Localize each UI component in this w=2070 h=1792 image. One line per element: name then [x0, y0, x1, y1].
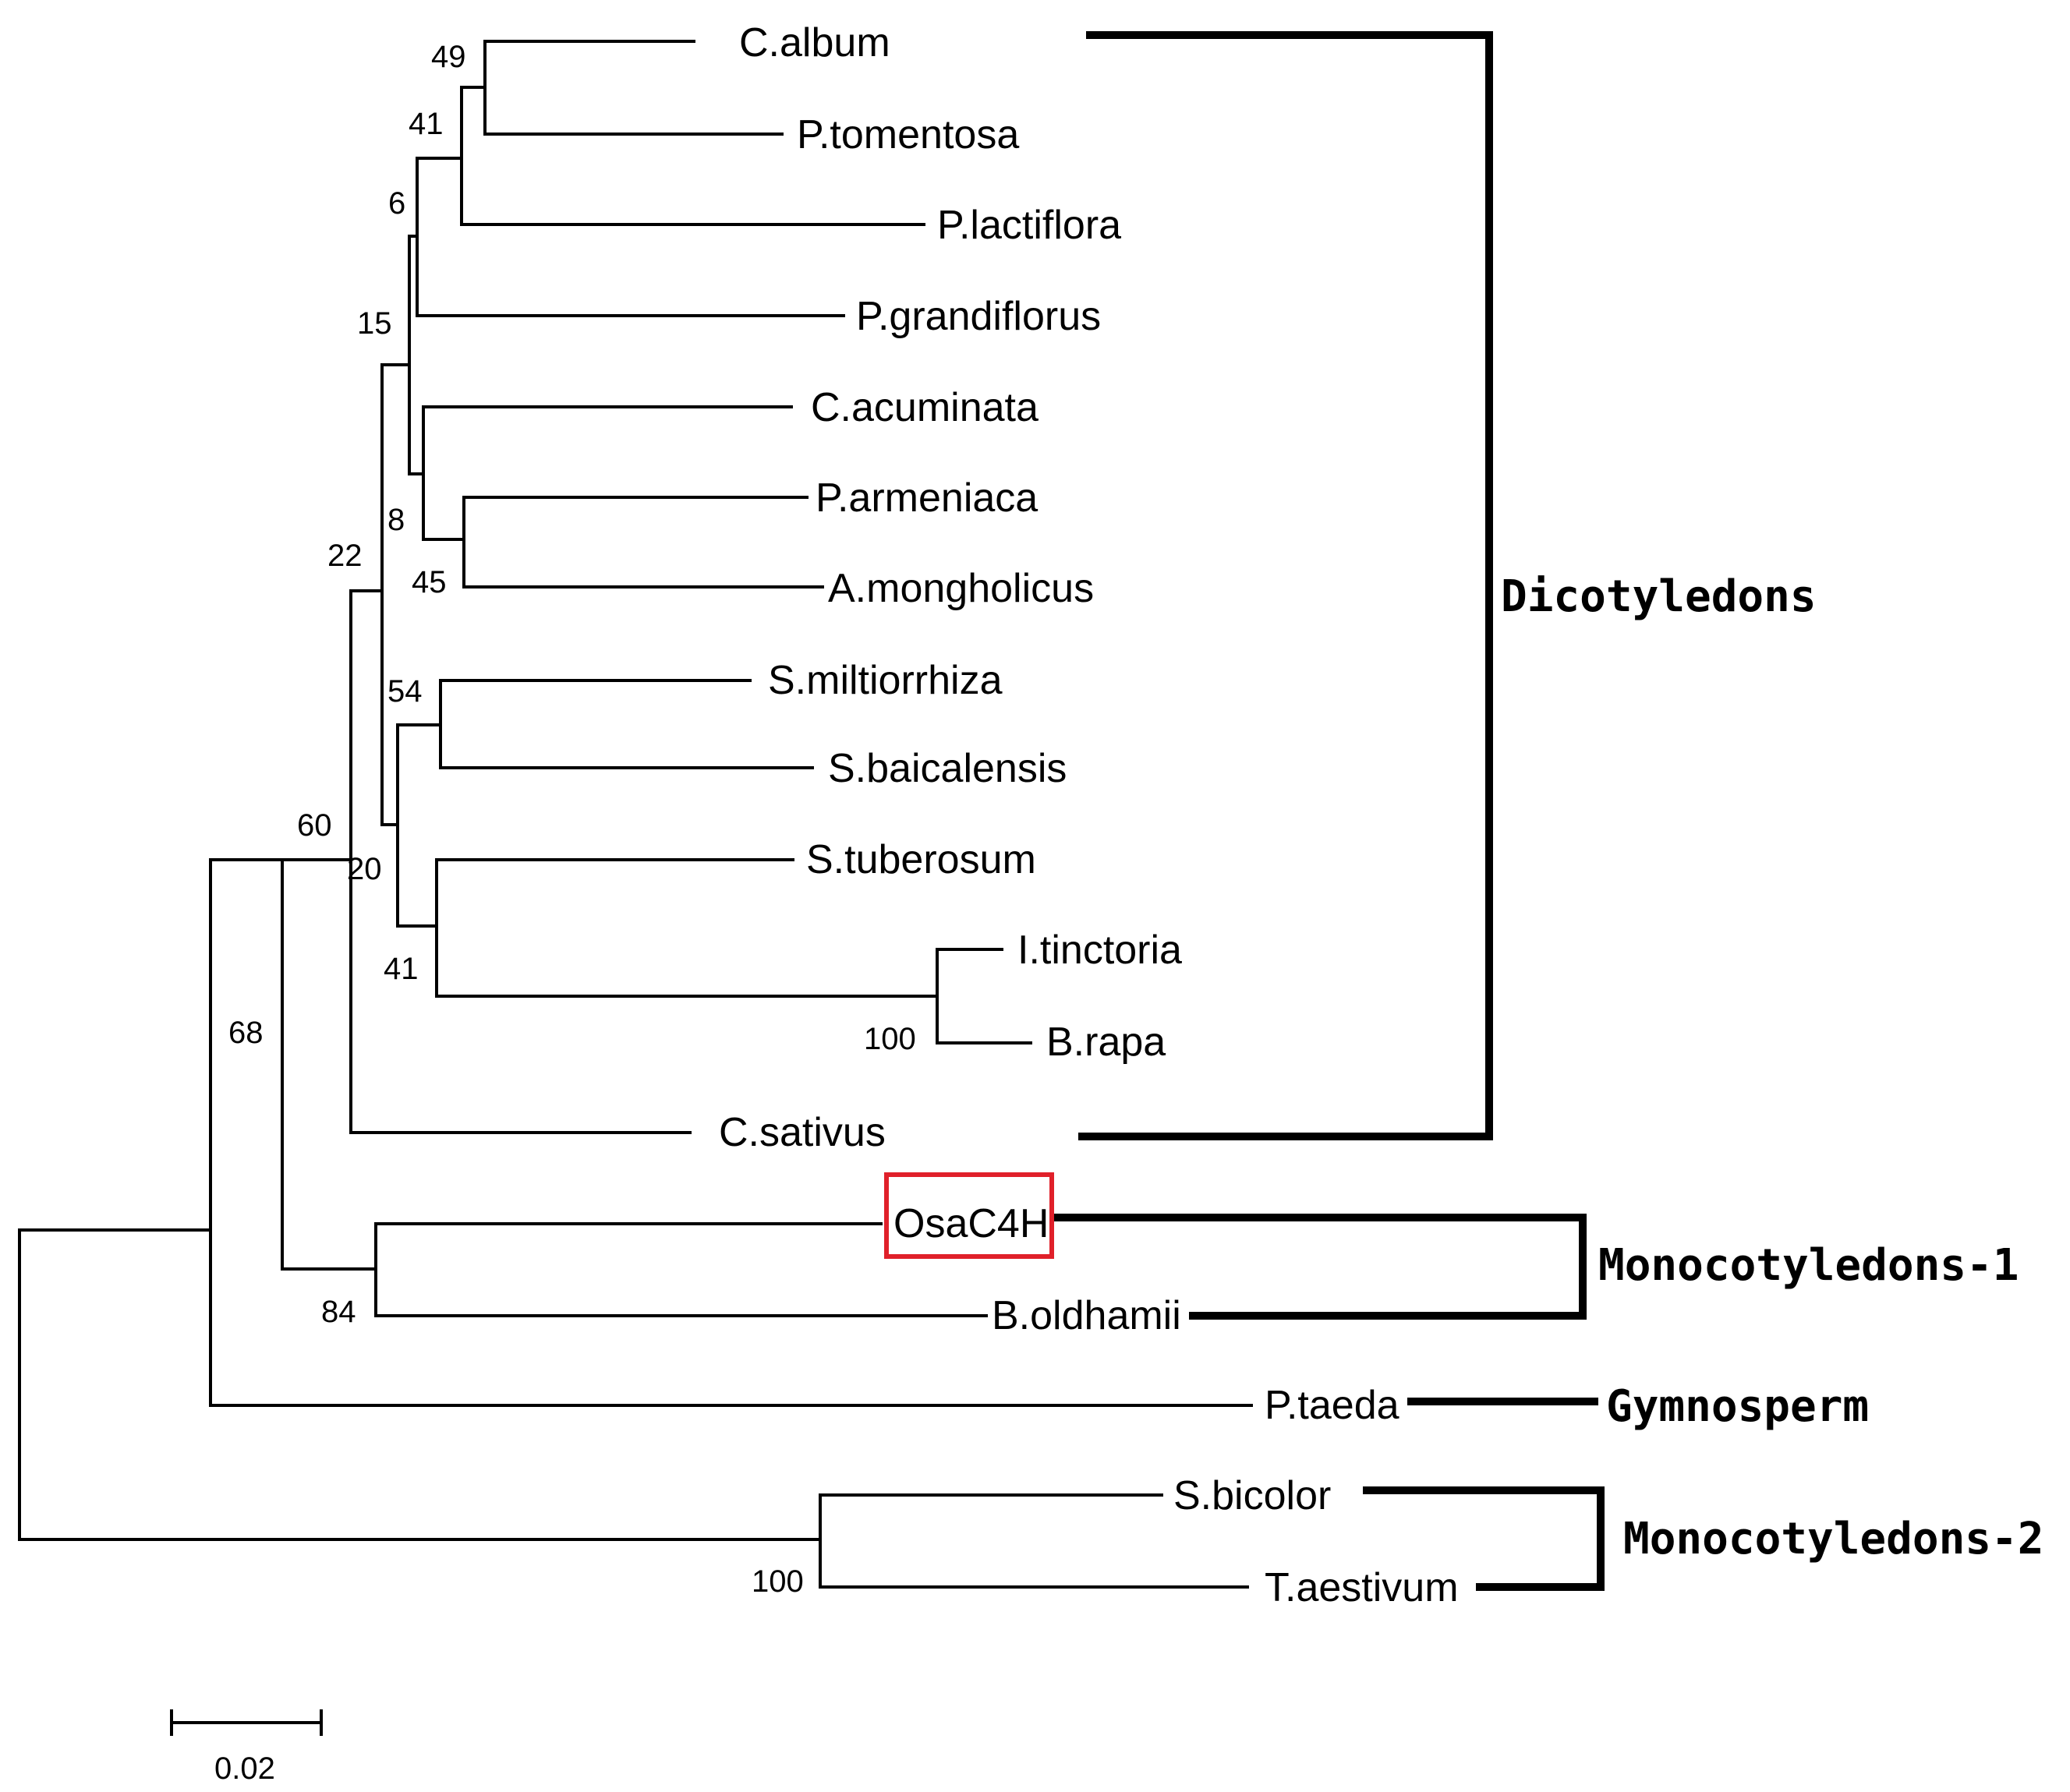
taxon-s-tuberosum: S.tuberosum: [806, 837, 1036, 882]
branch-node-41a: [460, 86, 925, 226]
taxon-b-oldhamii: B.oldhamii: [992, 1293, 1181, 1338]
taxon-p-tomentosa: P.tomentosa: [797, 112, 1019, 157]
taxon-a-mongholicus: A.mongholicus: [828, 566, 1094, 611]
branch-node-41b: [435, 858, 939, 998]
branch-node-49: [483, 40, 784, 136]
bootstrap-15: 15: [357, 306, 392, 341]
scale-bar-label: 0.02: [214, 1751, 275, 1786]
taxon-t-aestivum: T.aestivum: [1265, 1565, 1459, 1610]
taxon-osac4h: OsaC4H: [893, 1201, 1049, 1246]
taxon-p-lactiflora: P.lactiflora: [937, 203, 1121, 248]
branch-node-20: [380, 363, 411, 826]
taxon-b-rapa: B.rapa: [1046, 1020, 1166, 1065]
bootstrap-22: 22: [327, 539, 363, 573]
group-label-dicotyledons: Dicotyledons: [1501, 571, 1817, 622]
branch-node-84: [374, 1222, 988, 1317]
bootstrap-8: 8: [387, 503, 405, 537]
bootstrap-values: 49 41 6 15 8 45 22 54 60 20 41 100 68 84…: [228, 40, 916, 1599]
taxon-c-album: C.album: [739, 20, 890, 65]
scale-bar-line: [170, 1709, 323, 1736]
branch-node-dicot-lower: [396, 723, 442, 928]
bootstrap-100b: 100: [752, 1564, 804, 1599]
taxon-p-taeda: P.taeda: [1265, 1383, 1399, 1428]
bootstrap-60: 60: [297, 808, 332, 843]
bootstrap-6: 6: [388, 186, 405, 221]
scale-bar: 0.02: [170, 1709, 323, 1786]
taxon-i-tinctoria: I.tinctoria: [1017, 928, 1182, 973]
osac4h-highlight-box: [884, 1172, 1054, 1259]
taxon-s-miltiorrhiza: S.miltiorrhiza: [768, 658, 1003, 703]
branch-node-68: [209, 858, 1253, 1407]
taxon-s-baicalensis: S.baicalensis: [828, 746, 1067, 791]
bootstrap-45: 45: [412, 565, 447, 599]
group-label-monocotyledons-2: Monocotyledons-2: [1623, 1514, 2043, 1564]
taxon-s-bicolor: S.bicolor: [1173, 1473, 1331, 1518]
branch-node-100b: [819, 1493, 1249, 1589]
branch-node-6: [416, 157, 845, 317]
branch-root: [18, 1228, 822, 1541]
taxon-c-acuminata: C.acuminata: [811, 385, 1039, 430]
bootstrap-20: 20: [347, 852, 382, 886]
bracket-monocotyledons-2: [1363, 1486, 1605, 1591]
branch-node-8: [422, 405, 793, 541]
group-label-monocotyledons-1: Monocotyledons-1: [1598, 1240, 2019, 1291]
branch-node-100a: [936, 948, 1032, 1044]
group-label-gymnosperm: Gymnosperm: [1606, 1381, 1869, 1432]
branch-node-22: [349, 589, 692, 1134]
bootstrap-41b: 41: [384, 952, 419, 986]
bootstrap-100a: 100: [864, 1022, 916, 1056]
bracket-dicotyledons: [1078, 31, 1493, 1140]
group-labels: Dicotyledons Monocotyledons-1 Gymnosperm…: [1501, 571, 2043, 1564]
taxon-labels: C.album P.tomentosa P.lactiflora P.grand…: [719, 20, 1459, 1610]
bootstrap-68: 68: [228, 1016, 264, 1050]
clade-brackets: [1054, 31, 1605, 1591]
branch-node-45: [462, 496, 824, 588]
taxon-c-sativus: C.sativus: [719, 1110, 886, 1155]
bootstrap-49: 49: [431, 40, 466, 74]
taxon-p-armeniaca: P.armeniaca: [816, 475, 1038, 521]
bootstrap-54: 54: [387, 674, 423, 709]
branch-node-60: [281, 858, 377, 1271]
bracket-monocotyledons-1: [1054, 1214, 1587, 1320]
bootstrap-41a: 41: [409, 107, 444, 141]
branch-node-54: [439, 679, 814, 769]
tree-branches: [18, 40, 1253, 1589]
taxon-p-grandiflorus: P.grandiflorus: [856, 294, 1101, 339]
bootstrap-84: 84: [321, 1295, 356, 1329]
